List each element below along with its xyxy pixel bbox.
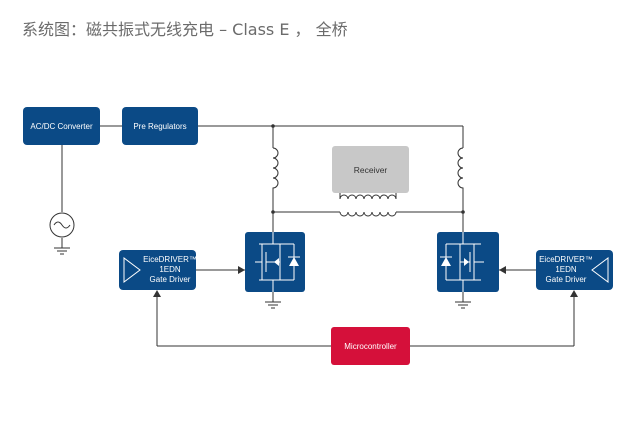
mosfet-left [245, 232, 305, 292]
gate-driver-left-line2: 1EDN [159, 265, 181, 274]
ac-source-icon [49, 212, 75, 238]
ground-icon [54, 247, 70, 255]
gate-driver-left-line1: EiceDRIVER™ [143, 255, 197, 264]
pre-regulators-block [122, 107, 198, 145]
gate-driver-right-block [536, 250, 613, 290]
microcontroller-label: Microcontroller [344, 342, 397, 351]
mosfet-right [437, 232, 499, 292]
arrow-icon [274, 258, 279, 266]
arrow-right-to-mosfet [238, 266, 245, 274]
buffer-icon [123, 257, 141, 283]
gate-driver-right-line1: EiceDRIVER™ [539, 255, 593, 264]
mosfet-symbol-icon [255, 232, 295, 292]
acdc-converter-label: AC/DC Converter [30, 122, 93, 131]
receiver-label: Receiver [354, 165, 388, 175]
acdc-converter-block [23, 107, 100, 145]
diode-icon [441, 257, 451, 266]
ground-icon [265, 301, 281, 309]
receiver-block [332, 146, 409, 193]
arrow-up-right [570, 290, 578, 297]
gate-driver-left-line3: Gate Driver [150, 275, 191, 284]
junction-dots [271, 124, 465, 214]
microcontroller-block [331, 327, 410, 365]
ground-icon [455, 301, 471, 309]
inductor-right-icon [457, 147, 464, 194]
arrow-up-left [153, 290, 161, 297]
diode-icon [289, 257, 299, 266]
gate-driver-right-line2: 1EDN [555, 265, 577, 274]
pre-regulators-label: Pre Regulators [133, 122, 186, 131]
mosfet-symbol-icon [445, 232, 484, 292]
gate-driver-right-line3: Gate Driver [546, 275, 587, 284]
arrowheads [153, 266, 578, 297]
gate-driver-left-block [119, 250, 196, 290]
inductor-left-icon [272, 147, 279, 194]
arrow-icon [464, 258, 469, 266]
coupling-coil-icon [339, 194, 397, 217]
buffer-icon [591, 257, 609, 283]
page-title: 系统图：磁共振式无线充电 – Class E ， 全桥 [22, 20, 348, 39]
arrow-left-to-mosfet [499, 266, 506, 274]
wiring [61, 125, 575, 347]
